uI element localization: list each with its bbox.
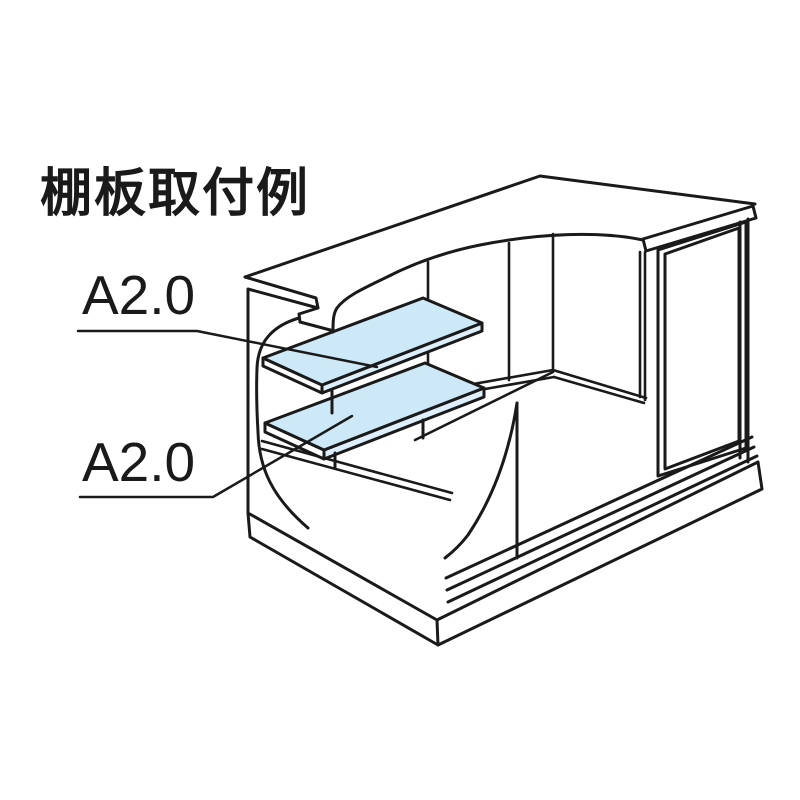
roof-front-right-edge — [641, 204, 758, 253]
roof — [243, 174, 758, 334]
shelf-brackets — [330, 389, 425, 470]
roof-top-outline — [243, 174, 757, 279]
leader-line-lower — [78, 414, 354, 499]
door-cutaway-curve — [443, 401, 519, 560]
lower-shelf — [263, 361, 486, 461]
upper-shelf-top — [261, 296, 484, 387]
base — [246, 435, 764, 647]
sliding-door-inner — [663, 226, 741, 471]
shelf-label-upper: A2.0 — [82, 264, 196, 326]
leader-line-upper — [76, 329, 379, 369]
sliding-door-outer — [656, 220, 748, 478]
left-door-remnant — [443, 401, 519, 560]
left-wall-cutaway-curve — [255, 316, 310, 530]
leader-lines — [76, 329, 379, 499]
base-front-right-face — [435, 460, 764, 647]
upper-shelf — [261, 296, 484, 395]
eave-step — [297, 306, 336, 333]
interior-floor — [260, 368, 648, 502]
door-rails — [444, 435, 759, 604]
right-wall — [656, 217, 750, 478]
diagram-title: 棚板取付例 — [40, 165, 311, 223]
base-front-left-face — [246, 511, 440, 647]
roof-cutaway-curve — [331, 232, 645, 334]
roof-eave-strip — [243, 275, 320, 310]
shelf-label-lower: A2.0 — [82, 431, 196, 493]
lower-shelf-top — [263, 361, 486, 452]
